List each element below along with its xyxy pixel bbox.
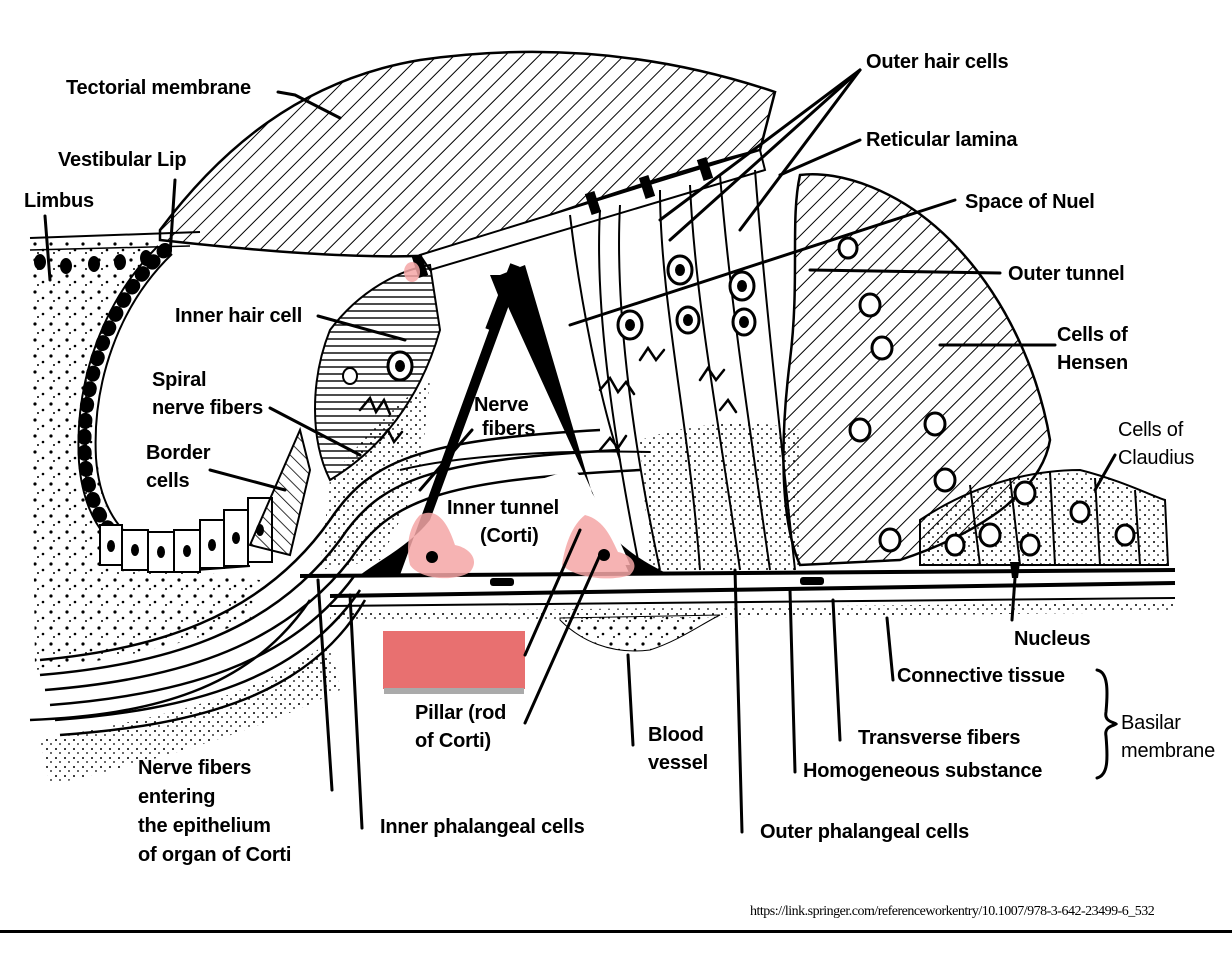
nerve-entry-stipple (40, 640, 340, 785)
label-inner-tunnel-1: Inner tunnel (447, 497, 560, 519)
label-tectorial-membrane: Tectorial membrane (66, 77, 251, 99)
label-reticular-lamina: Reticular lamina (866, 129, 1018, 151)
pillar-highlight-box (383, 631, 525, 689)
label-inner-phalangeal-cells: Inner phalangeal cells (380, 816, 585, 838)
border-cells-row (99, 497, 273, 573)
outer-phalangeal-body (640, 423, 800, 570)
label-cells-of-claudius-2: Claudius (1118, 447, 1195, 469)
label-cells-of-hensen-1: Cells of (1057, 324, 1128, 346)
bottom-rule (0, 930, 1232, 933)
label-nerve-fibers-entering-4: of organ of Corti (138, 844, 292, 866)
label-inner-tunnel-2: (Corti) (480, 525, 539, 547)
label-outer-tunnel: Outer tunnel (1008, 263, 1125, 285)
label-inner-hair-cell: Inner hair cell (175, 305, 303, 327)
label-nerve-fibers-entering-3: the epithelium (138, 815, 271, 837)
label-vestibular-lip: Vestibular Lip (58, 149, 187, 171)
label-blood-vessel-2: vessel (648, 752, 708, 774)
label-outer-phalangeal-cells: Outer phalangeal cells (760, 821, 970, 843)
label-pillar-1: Pillar (rod (415, 702, 507, 724)
label-connective-tissue: Connective tissue (897, 665, 1065, 687)
border-cell-hatch (248, 426, 312, 557)
label-spiral-nerve-fibers-2: nerve fibers (152, 397, 263, 419)
label-basilar-membrane-2: membrane (1121, 740, 1215, 762)
claudius-nuclei (944, 480, 1136, 557)
label-nerve-fibers-entering-2: entering (138, 786, 216, 808)
label-nerve-fibers-1: Nerve (474, 394, 529, 416)
label-space-of-nuel: Space of Nuel (965, 191, 1095, 213)
label-nerve-fibers-entering-1: Nerve fibers (138, 757, 252, 779)
label-nucleus: Nucleus (1014, 628, 1091, 650)
label-outer-hair-cells: Outer hair cells (866, 51, 1009, 73)
label-cells-of-hensen-2: Hensen (1057, 352, 1129, 374)
label-homogeneous-substance: Homogeneous substance (803, 760, 1043, 782)
label-cells-of-claudius-1: Cells of (1118, 419, 1184, 441)
label-border-cells-1: Border (146, 442, 211, 464)
nerve-fiber-bundle (29, 428, 641, 737)
leader-lines (43, 68, 1119, 834)
tectorial-membrane (158, 50, 777, 258)
label-transverse-fibers: Transverse fibers (858, 727, 1021, 749)
label-basilar-membrane-1: Basilar (1121, 712, 1181, 734)
hensen-nuclei (837, 236, 957, 553)
label-blood-vessel-1: Blood (648, 724, 704, 746)
label-limbus: Limbus (24, 190, 94, 212)
outer-hair-cell-nuclei (616, 254, 757, 341)
reticular-lamina-bars (411, 156, 714, 279)
blood-vessel-region (559, 614, 721, 652)
label-nerve-fibers-2: fibers (482, 418, 536, 440)
label-spiral-nerve-fibers-1: Spiral (152, 369, 207, 391)
label-pillar-2: of Corti) (415, 730, 491, 752)
label-border-cells-2: cells (146, 470, 190, 492)
source-citation-link[interactable]: https://link.springer.com/referenceworke… (750, 904, 1155, 919)
outer-pillar (500, 265, 670, 575)
limbus-region (30, 240, 260, 670)
